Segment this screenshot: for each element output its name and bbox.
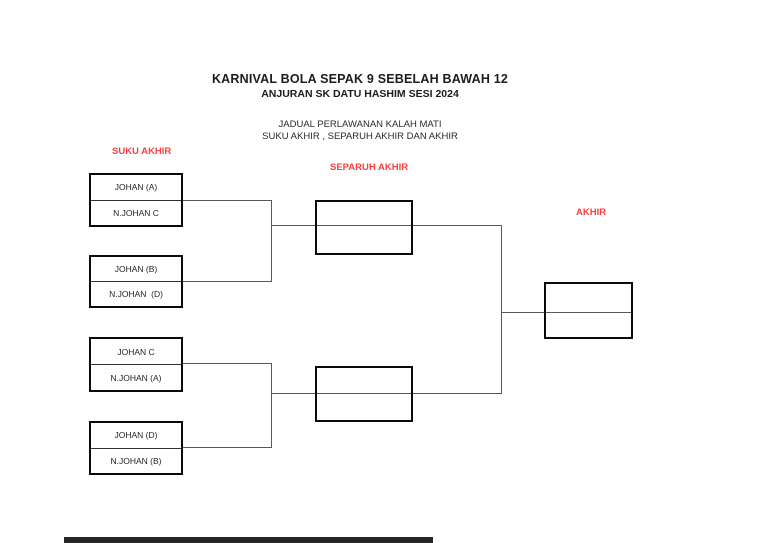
round-label-final: AKHIR [576, 207, 607, 218]
connector-final-vertical [501, 225, 502, 394]
match-box-quarterfinal-1: JOHAN (A) N.JOHAN C [89, 173, 183, 227]
team-slot: JOHAN (D) [91, 423, 181, 449]
connector-qf1-out [183, 200, 271, 201]
connector-semifinal1-line [271, 225, 502, 226]
connector-bottom-vertical [271, 363, 272, 448]
team-slot: N.JOHAN (B) [110, 455, 162, 466]
team-slot: N.JOHAN (A) [110, 372, 162, 383]
team-slot: JOHAN (A) [91, 175, 181, 201]
page-title: KARNIVAL BOLA SEPAK 9 SEBELAH BAWAH 12 [211, 72, 509, 86]
connector-qf3-out [183, 363, 271, 364]
round-label-semifinal: SEPARUH AKHIR [330, 162, 409, 173]
schedule-desc-line1: JADUAL PERLAWANAN KALAH MATI [278, 119, 442, 130]
match-box-final [544, 282, 633, 339]
round-label-quarterfinal: SUKU AKHIR [112, 146, 172, 157]
match-box-quarterfinal-2: JOHAN (B) N.JOHAN (D) [89, 255, 183, 308]
match-box-semifinal-2 [315, 366, 413, 422]
connector-semifinal2-line [271, 393, 502, 394]
connector-top-vertical [271, 200, 272, 282]
team-slot: JOHAN C [91, 339, 181, 365]
match-box-semifinal-1 [315, 200, 413, 255]
team-slot: N.JOHAN (D) [109, 289, 163, 299]
team-slot: JOHAN (B) [91, 257, 181, 282]
team-slot: N.JOHAN C [113, 207, 159, 218]
schedule-desc-line2: SUKU AKHIR , SEPARUH AKHIR DAN AKHIR [262, 131, 458, 142]
match-box-quarterfinal-4: JOHAN (D) N.JOHAN (B) [89, 421, 183, 475]
connector-qf2-out [183, 281, 271, 282]
page-bottom-bar [64, 537, 433, 543]
connector-final-line [501, 312, 633, 313]
connector-qf4-out [183, 447, 271, 448]
match-box-quarterfinal-3: JOHAN C N.JOHAN (A) [89, 337, 183, 392]
page-subtitle: ANJURAN SK DATU HASHIM SESI 2024 [261, 88, 459, 100]
